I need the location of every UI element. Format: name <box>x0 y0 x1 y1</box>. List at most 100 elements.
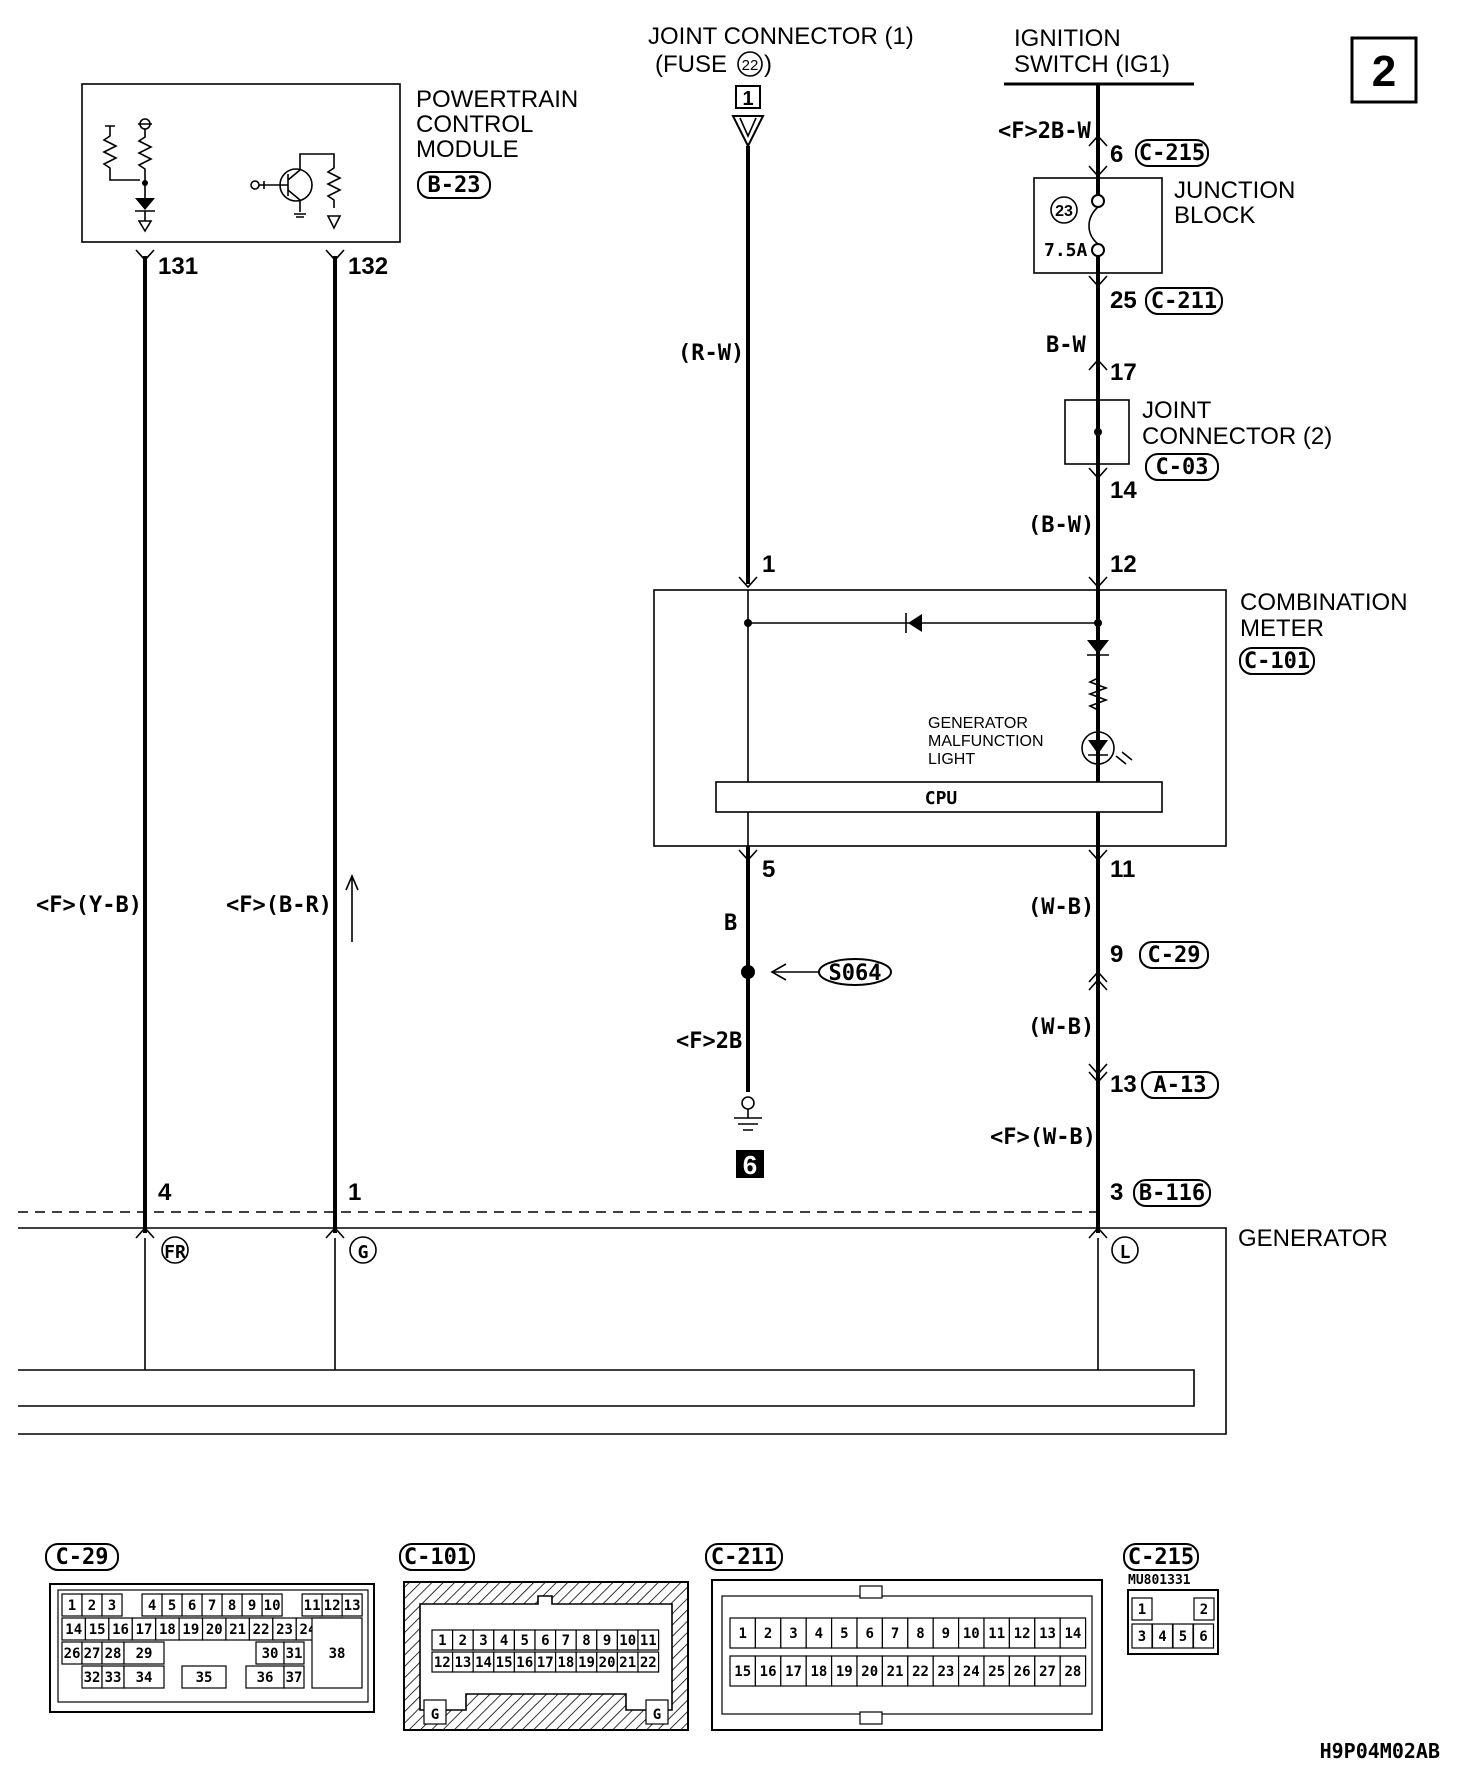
wire-label-bw: B-W <box>1046 333 1086 358</box>
pin-cell-label: 32 <box>84 1670 101 1686</box>
pin-cell-label: 2 <box>88 1598 96 1614</box>
pin-cell-label: 18 <box>557 1655 574 1671</box>
pin-cell-label: 28 <box>105 1646 122 1662</box>
pin-cell-label: 3 <box>1138 1629 1146 1645</box>
pin-cell-label: 7 <box>891 1626 899 1642</box>
pin-cell-label: 12 <box>1014 1626 1031 1642</box>
svg-text:4: 4 <box>158 1179 172 1206</box>
page-number: 2 <box>1372 47 1396 96</box>
pin-cell <box>957 1617 985 1649</box>
pin-cell-label: 3 <box>479 1633 487 1649</box>
wire-label-wb1: (W-B) <box>1028 895 1094 920</box>
svg-text:POWERTRAIN: POWERTRAIN <box>416 86 578 113</box>
pin-cell-label: 20 <box>599 1655 616 1671</box>
svg-text:C-101: C-101 <box>404 1545 470 1570</box>
pin-cell <box>932 1655 960 1687</box>
pin-cell-label: 22 <box>640 1655 657 1671</box>
pin-cell-label: 2 <box>459 1633 467 1649</box>
pin-cell-label: 17 <box>136 1622 153 1638</box>
pin-cell <box>957 1655 985 1687</box>
pin-12-meter: 12 <box>1110 551 1137 578</box>
connector-a13-ref: A-13 <box>1154 1073 1207 1098</box>
pin-cell-label: 18 <box>810 1664 827 1680</box>
svg-text:11: 11 <box>1110 856 1135 883</box>
ignition-switch: IGNITION SWITCH (IG1) <box>1004 25 1194 86</box>
svg-text:G: G <box>358 1242 369 1263</box>
pin-cell-label: 13 <box>454 1655 471 1671</box>
wire-label-rw: (R-W) <box>678 341 744 366</box>
pin-cell-label: 13 <box>344 1598 361 1614</box>
pin-cell-label: 1 <box>1138 1602 1146 1618</box>
pin-cell <box>311 1617 363 1689</box>
pin-cell <box>637 1629 660 1651</box>
pin-cell-label: 10 <box>619 1633 636 1649</box>
wire-label-bw-paren: (B-W) <box>1028 513 1094 538</box>
splice-label: S064 <box>829 961 882 986</box>
pin-cell <box>283 1665 305 1689</box>
pin-cell-label: 25 <box>988 1664 1005 1680</box>
pin-cell-label: 2 <box>1200 1602 1208 1618</box>
page-number-box <box>1350 36 1418 104</box>
pin-cell <box>1059 1655 1087 1687</box>
pin-cell-label: 11 <box>640 1633 657 1649</box>
pin-cell-label: 38 <box>329 1646 346 1662</box>
generator: GENERATOR FR G L <box>18 1225 1388 1435</box>
pin-cell-label: 21 <box>887 1664 904 1680</box>
pin-cell <box>729 1655 756 1687</box>
wire-label-fyb: <F>(Y-B) <box>36 893 142 918</box>
pin-cell-label: 23 <box>937 1664 954 1680</box>
pin-cell-label: 9 <box>603 1633 611 1649</box>
svg-text:JOINT CONNECTOR (1): JOINT CONNECTOR (1) <box>648 23 914 50</box>
pin-cell-label: 4 <box>148 1598 156 1614</box>
pin-cell-label: 9 <box>942 1626 950 1642</box>
pin-cell-label: 1 <box>738 1626 746 1642</box>
svg-text:C-29: C-29 <box>56 1545 109 1570</box>
svg-text:23: 23 <box>1055 203 1073 220</box>
pin-cell-label: 3 <box>108 1598 116 1614</box>
pin-cell-label: 4 <box>1158 1629 1166 1645</box>
pin-cell <box>856 1655 883 1687</box>
svg-text:25: 25 <box>1110 287 1137 314</box>
svg-text:C-215: C-215 <box>1128 1545 1194 1570</box>
pin-cell-label: 8 <box>582 1633 590 1649</box>
pin-cell-label: 14 <box>65 1622 82 1638</box>
pin-cell <box>123 1665 165 1689</box>
pin-cell-label: 12 <box>434 1655 451 1671</box>
pin-cell-label: 5 <box>168 1598 176 1614</box>
svg-text:MU801331: MU801331 <box>1128 1573 1191 1588</box>
pin-cell-label: 4 <box>815 1626 823 1642</box>
pin-cell <box>780 1655 807 1687</box>
svg-text:GENERATOR: GENERATOR <box>1238 1225 1388 1252</box>
pin-cell-label: 3 <box>789 1626 797 1642</box>
pin-cell-label: 15 <box>734 1664 751 1680</box>
svg-text:SWITCH (IG1): SWITCH (IG1) <box>1014 51 1170 78</box>
pin-cell-label: 20 <box>206 1622 223 1638</box>
pin-cell-label: 11 <box>988 1626 1005 1642</box>
svg-text:IGNITION: IGNITION <box>1014 25 1121 52</box>
pin-132: 132 <box>348 253 388 280</box>
svg-text:JUNCTION: JUNCTION <box>1174 177 1295 204</box>
pin-cell-label: 9 <box>248 1598 256 1614</box>
pin-cell <box>123 1641 165 1665</box>
wire-label-fwb: <F>(W-B) <box>990 1125 1096 1150</box>
pin-1-meter: 1 <box>762 551 775 578</box>
connector-b116-ref: B-116 <box>1139 1181 1205 1206</box>
svg-text:LIGHT: LIGHT <box>928 751 975 768</box>
joint-connector-1: JOINT CONNECTOR (1) (FUSE 22 ) 1 <box>648 23 914 149</box>
pin-cell-label: 21 <box>619 1655 636 1671</box>
svg-text:9: 9 <box>1110 941 1123 968</box>
wire-label-ig: <F>2B-W <box>998 119 1091 144</box>
pin-cell-label: 11 <box>304 1598 321 1614</box>
pin-cell <box>881 1655 909 1687</box>
wire-label-b: B <box>724 911 737 936</box>
pin-cell-label: 6 <box>541 1633 549 1649</box>
svg-text:C-101: C-101 <box>1244 649 1310 674</box>
splice-point <box>741 965 755 979</box>
pin-cell <box>754 1617 782 1649</box>
ground-number: 6 <box>743 1150 757 1180</box>
svg-text:C-03: C-03 <box>1156 455 1209 480</box>
pin-cell <box>261 1593 283 1617</box>
